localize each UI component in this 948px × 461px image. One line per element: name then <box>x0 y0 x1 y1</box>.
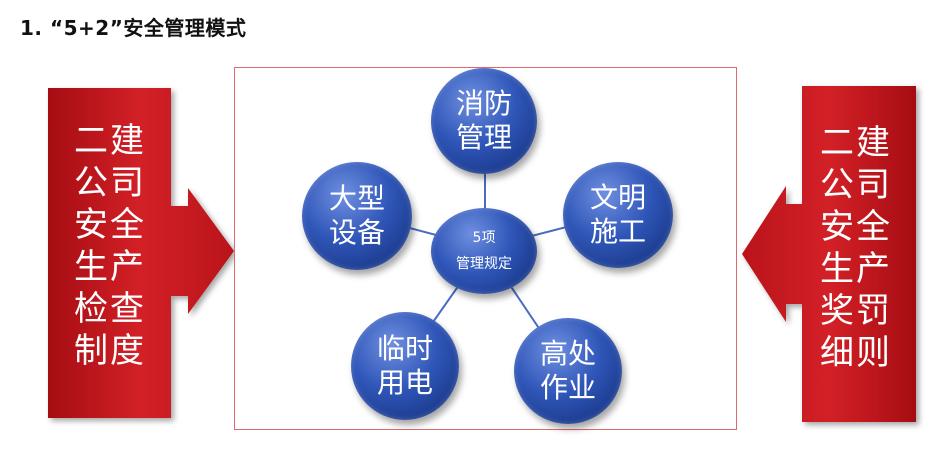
node-work-at-height-label: 高处 作业 <box>539 337 596 404</box>
node-civilized-construction-label: 文明 施工 <box>589 181 646 248</box>
node-large-equipment: 大型 设备 <box>302 162 412 270</box>
node-temporary-power: 临时 用电 <box>351 312 459 420</box>
left-arrow-panel: 二建 公司 安全 生产 检查 制度 <box>48 88 238 418</box>
node-fire-management: 消防 管理 <box>431 68 537 174</box>
left-arrow-shape <box>48 88 234 418</box>
node-temporary-power-label: 临时 用电 <box>376 332 433 399</box>
node-work-at-height: 高处 作业 <box>514 318 622 424</box>
node-fire-management-label: 消防 管理 <box>455 87 512 154</box>
right-arrow-shape <box>742 86 916 422</box>
hub-label: 5项 管理规定 <box>456 230 512 272</box>
right-panel-text: 二建 公司 安全 生产 奖罚 细则 <box>820 123 892 373</box>
page-title: 1. “5+2”安全管理模式 <box>20 16 247 40</box>
hub-node: 5项 管理规定 <box>431 208 537 294</box>
left-panel-text: 二建 公司 安全 生产 检查 制度 <box>74 121 146 371</box>
node-large-equipment-label: 大型 设备 <box>328 182 385 249</box>
right-arrow-panel: 二建 公司 安全 生产 奖罚 细则 <box>740 86 916 422</box>
node-civilized-construction: 文明 施工 <box>563 162 673 268</box>
